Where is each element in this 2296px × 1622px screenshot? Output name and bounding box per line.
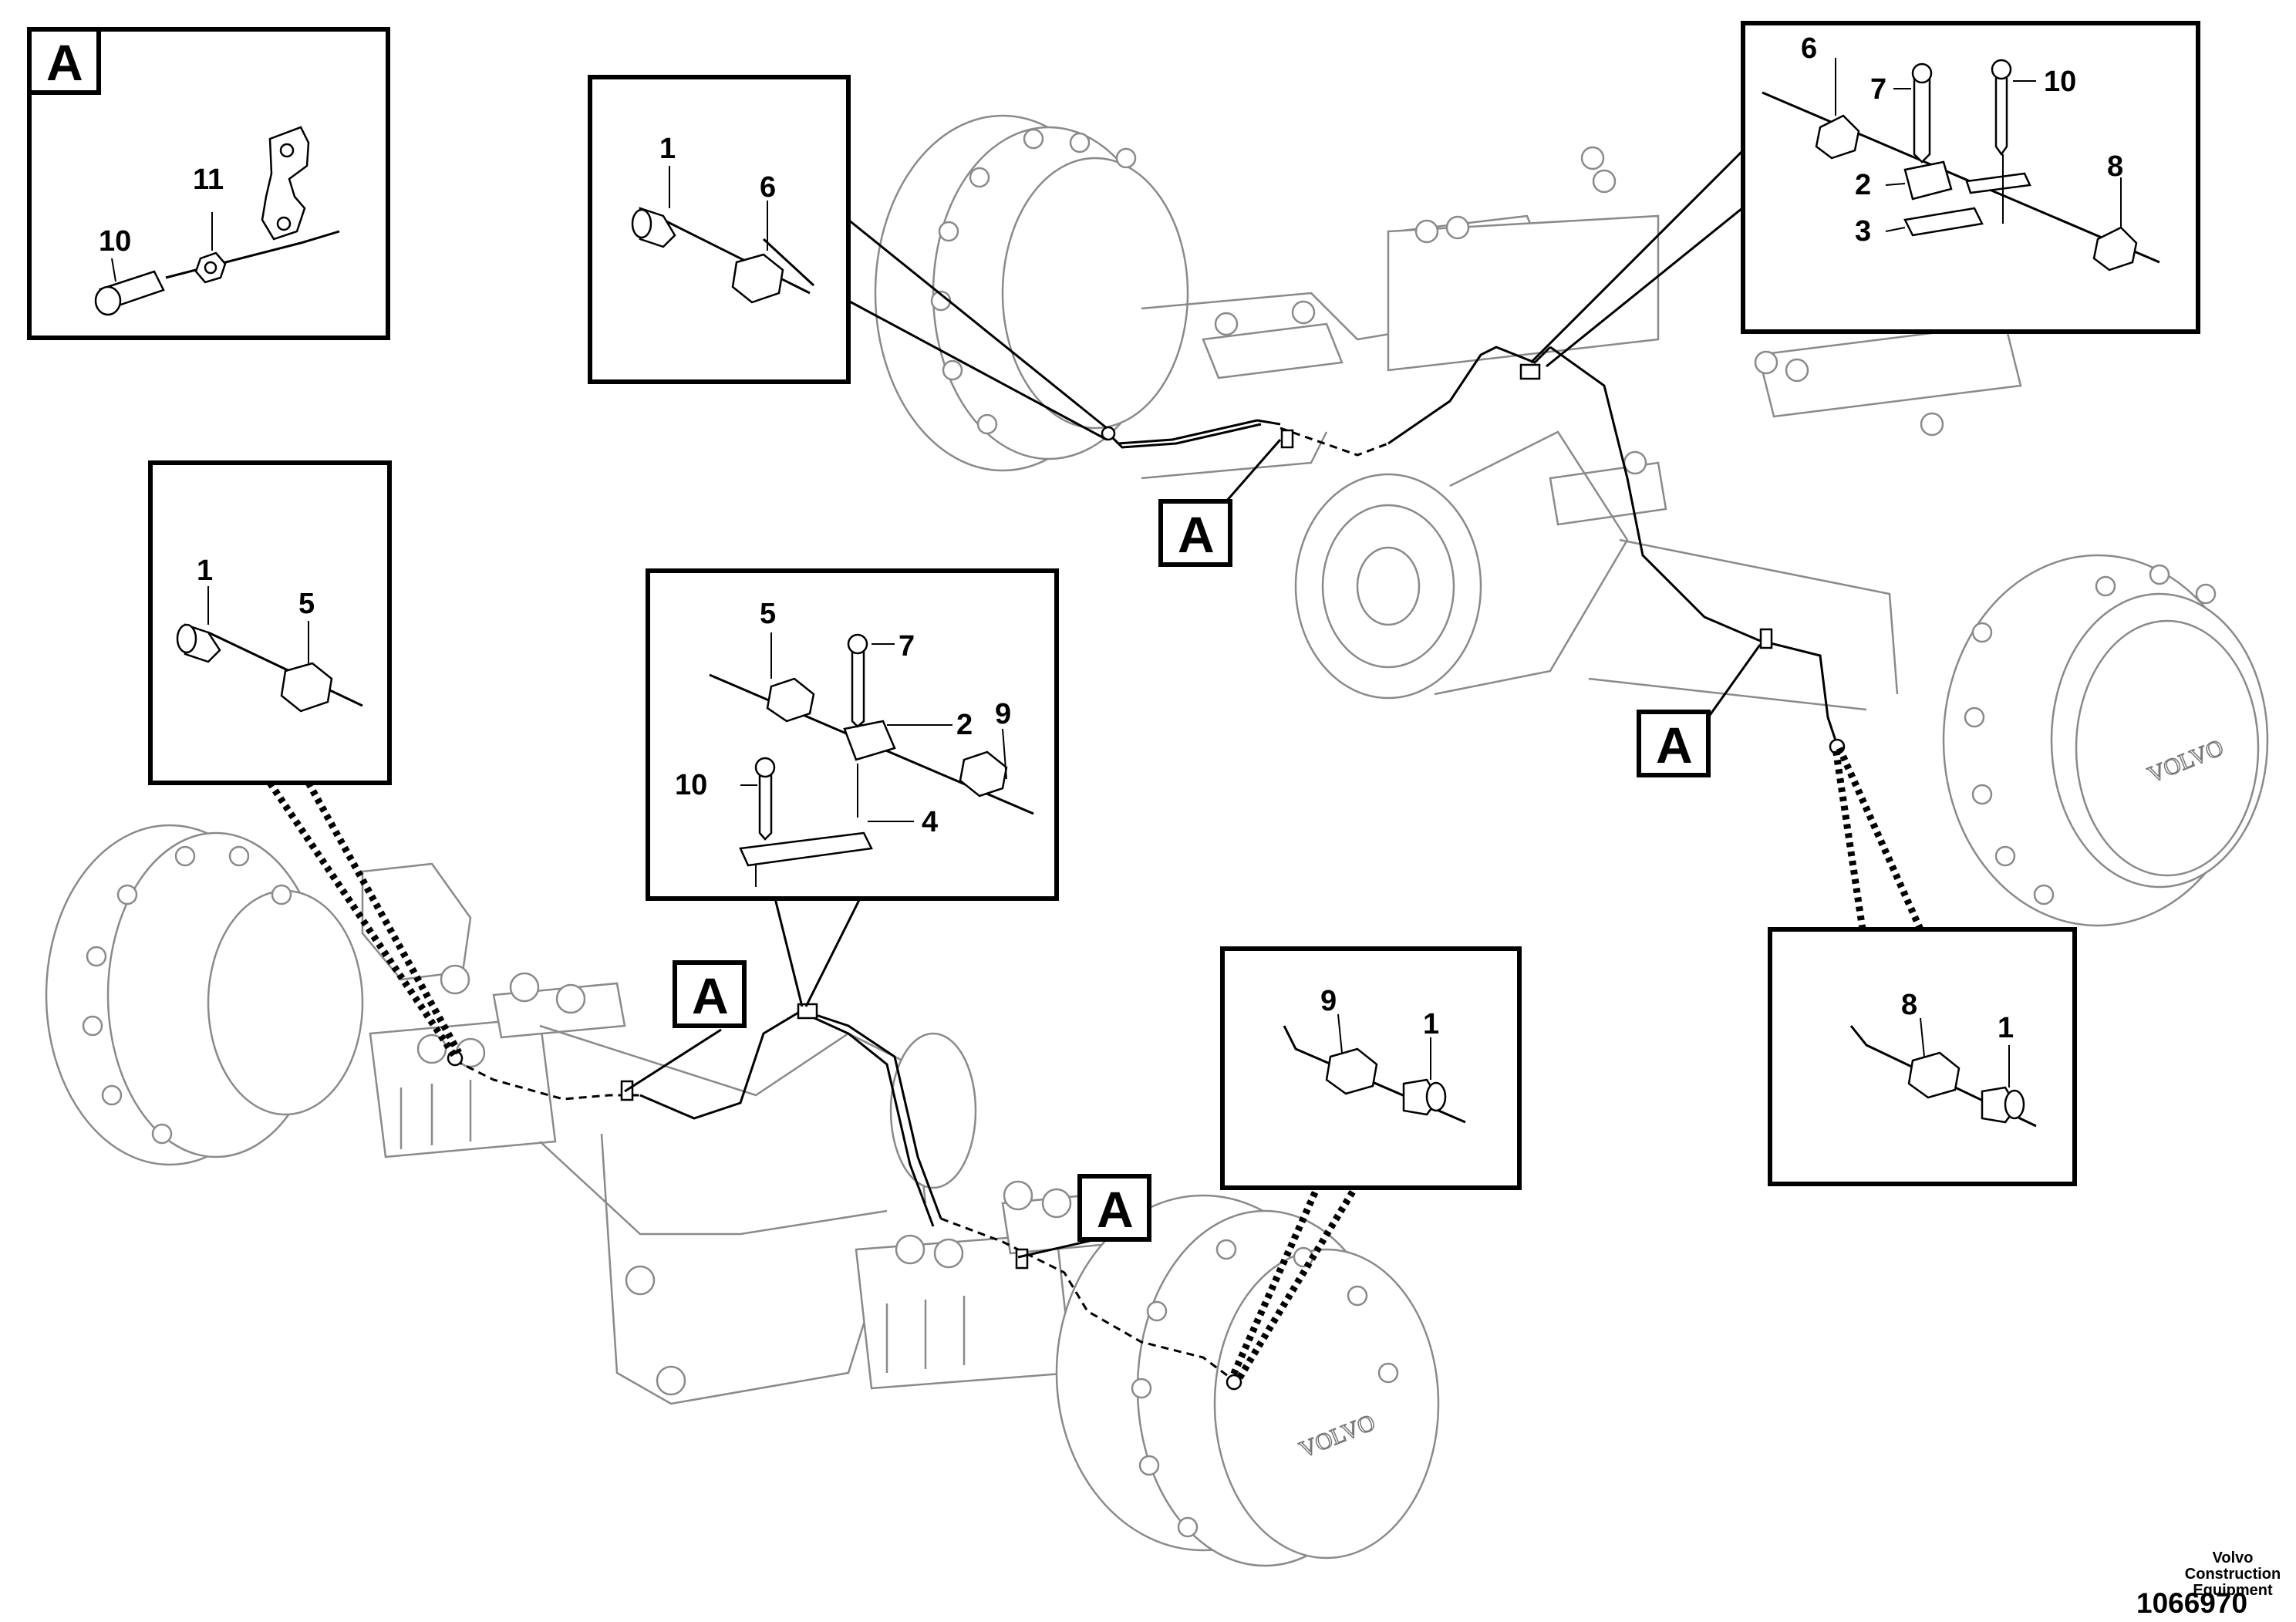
callout-6: 6: [760, 171, 776, 204]
callout-10: 10: [99, 225, 131, 258]
svg-text:A: A: [1178, 506, 1215, 563]
inset-lower-left-fitting: 1 5: [148, 460, 392, 785]
callout-11: 11: [193, 164, 224, 196]
manufacturer-credit: Volvo Construction Equipment: [2175, 1550, 2291, 1599]
detail-tag-lower-left: A: [673, 960, 747, 1028]
upper-axle: VOLVO: [874, 114, 2269, 927]
inset-a-label-box: [27, 27, 101, 95]
upper-left-hub-bolts: [930, 128, 1137, 435]
callout-10: 10: [2044, 66, 2076, 98]
inset-upper-left-fitting: 1 6: [588, 75, 851, 384]
upper-right-hub-bolts: [1964, 564, 2217, 905]
lower-left-hub-bolts: [82, 845, 292, 1145]
svg-text:A: A: [692, 967, 729, 1024]
inset-lower-right-fitting: 9 1: [1220, 946, 1522, 1190]
callout-2: 2: [1855, 169, 1871, 201]
inset-a-label: A: [46, 34, 83, 91]
detail-tag-lower-right: A: [1077, 1174, 1151, 1242]
inset-upper-axle-right-fitting: 8 1: [1768, 927, 2077, 1186]
callout-1: 1: [197, 555, 213, 587]
detail-tag-upper-right: A: [1637, 710, 1711, 777]
callout-9: 9: [1320, 985, 1337, 1017]
credit-line-1: Volvo Construction: [2184, 1549, 2281, 1583]
callout-7: 7: [1870, 73, 1886, 106]
drawing-number: 1066970: [2136, 1587, 2248, 1619]
credit-line-2: Equipment: [2193, 1582, 2273, 1599]
lower-right-hub-bolts: [1131, 1239, 1399, 1538]
inset-upper-right-clamp: 6 7 10 2 3 8: [1741, 21, 2200, 334]
callout-7: 7: [899, 630, 915, 663]
inset-detail-a: A 10 11: [27, 27, 390, 340]
leader-lines: [267, 149, 1924, 1383]
detail-tag-upper-left: A: [1158, 499, 1232, 567]
callout-6: 6: [1801, 32, 1817, 65]
callout-5: 5: [298, 588, 315, 620]
callout-5: 5: [760, 598, 776, 630]
callout-3: 3: [1855, 215, 1871, 248]
callout-1: 1: [659, 133, 676, 165]
callout-9: 9: [995, 698, 1011, 730]
svg-text:A: A: [1097, 1181, 1134, 1238]
detail-a-tags: A A A A: [673, 499, 1711, 1242]
callout-4: 4: [922, 806, 938, 838]
callout-10: 10: [675, 769, 707, 801]
callout-8: 8: [2107, 150, 2123, 183]
callout-1: 1: [1998, 1012, 2014, 1044]
callout-2: 2: [956, 709, 973, 741]
callout-8: 8: [1901, 989, 1917, 1021]
svg-text:A: A: [1656, 717, 1693, 774]
inset-lower-center-clamp: 5 7 2 9 10 4: [646, 568, 1059, 901]
lower-axle: VOLVO: [45, 824, 1440, 1567]
callout-1: 1: [1423, 1008, 1439, 1040]
